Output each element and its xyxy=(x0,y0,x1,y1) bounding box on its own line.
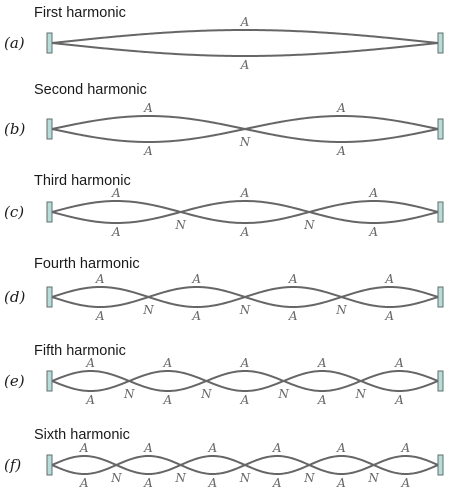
panel-title: Fifth harmonic xyxy=(34,343,126,359)
panel-part-label: (b) xyxy=(4,120,25,138)
antinode-label: A xyxy=(79,441,89,455)
antinode-label: A xyxy=(240,356,250,370)
antinode-label: A xyxy=(162,356,172,370)
antinode-label: A xyxy=(240,58,250,72)
antinode-label: A xyxy=(143,101,153,115)
right-clamp xyxy=(437,286,444,308)
left-clamp xyxy=(46,370,53,392)
panel-part-label: (d) xyxy=(4,288,25,306)
string-envelope-upper xyxy=(51,29,439,44)
antinode-label: A xyxy=(79,476,89,490)
panel-title: Second harmonic xyxy=(34,82,147,98)
panel-part-label: (f) xyxy=(4,456,21,474)
string-envelope-lower xyxy=(51,285,439,309)
antinode-label: A xyxy=(368,225,378,239)
left-clamp xyxy=(46,454,53,476)
node-label: N xyxy=(142,303,154,317)
antinode-label: A xyxy=(95,309,105,323)
left-clamp xyxy=(46,201,53,223)
antinode-label: A xyxy=(317,356,327,370)
string-envelope-lower xyxy=(51,42,439,57)
string-envelope-upper xyxy=(51,369,439,393)
antinode-label: A xyxy=(336,441,346,455)
antinode-label: A xyxy=(240,186,250,200)
antinode-label: A xyxy=(288,272,298,286)
panel-title: Fourth harmonic xyxy=(34,256,140,272)
left-clamp xyxy=(46,32,53,54)
node-label: N xyxy=(303,218,315,232)
node-label: N xyxy=(174,218,186,232)
node-label: N xyxy=(303,471,315,485)
antinode-label: A xyxy=(394,393,404,407)
antinode-label: A xyxy=(207,441,217,455)
antinode-label: A xyxy=(384,272,394,286)
antinode-label: A xyxy=(240,393,250,407)
antinode-label: A xyxy=(143,144,153,158)
antinode-label: A xyxy=(288,309,298,323)
node-label: N xyxy=(355,387,367,401)
antinode-label: A xyxy=(272,441,282,455)
antinode-label: A xyxy=(143,441,153,455)
antinode-label: A xyxy=(368,186,378,200)
right-clamp xyxy=(437,454,444,476)
node-label: N xyxy=(174,471,186,485)
antinode-label: A xyxy=(240,225,250,239)
antinode-label: A xyxy=(394,356,404,370)
antinode-label: A xyxy=(207,476,217,490)
node-label: N xyxy=(277,387,289,401)
antinode-label: A xyxy=(143,476,153,490)
node-label: N xyxy=(239,471,251,485)
panel-title: Sixth harmonic xyxy=(34,427,130,443)
antinode-label: A xyxy=(336,476,346,490)
panel-title: First harmonic xyxy=(34,5,126,21)
antinode-label: A xyxy=(317,393,327,407)
antinode-label: A xyxy=(85,393,95,407)
antinode-label: A xyxy=(400,441,410,455)
antinode-label: A xyxy=(384,309,394,323)
node-label: N xyxy=(239,303,251,317)
node-label: N xyxy=(239,135,251,149)
right-clamp xyxy=(437,32,444,54)
antinode-label: A xyxy=(191,309,201,323)
string-envelope-lower xyxy=(51,454,439,476)
panel-part-label: (a) xyxy=(4,34,25,52)
string-envelope-lower xyxy=(51,369,439,393)
right-clamp xyxy=(437,370,444,392)
antinode-label: A xyxy=(336,101,346,115)
panel-part-label: (c) xyxy=(4,203,24,221)
antinode-label: A xyxy=(111,225,121,239)
antinode-label: A xyxy=(272,476,282,490)
antinode-label: A xyxy=(336,144,346,158)
string-envelope-lower xyxy=(51,114,439,144)
antinode-label: A xyxy=(400,476,410,490)
node-label: N xyxy=(110,471,122,485)
right-clamp xyxy=(437,118,444,140)
antinode-label: A xyxy=(240,15,250,29)
antinode-label: A xyxy=(95,272,105,286)
panel-part-label: (e) xyxy=(4,372,25,390)
left-clamp xyxy=(46,286,53,308)
panel-title: Third harmonic xyxy=(34,173,131,189)
node-label: N xyxy=(335,303,347,317)
right-clamp xyxy=(437,201,444,223)
node-label: N xyxy=(367,471,379,485)
left-clamp xyxy=(46,118,53,140)
antinode-label: A xyxy=(85,356,95,370)
string-envelope-lower xyxy=(51,199,439,225)
antinode-label: A xyxy=(191,272,201,286)
node-label: N xyxy=(200,387,212,401)
antinode-label: A xyxy=(162,393,172,407)
string-envelope-upper xyxy=(51,199,439,225)
node-label: N xyxy=(123,387,135,401)
antinode-label: A xyxy=(111,186,121,200)
